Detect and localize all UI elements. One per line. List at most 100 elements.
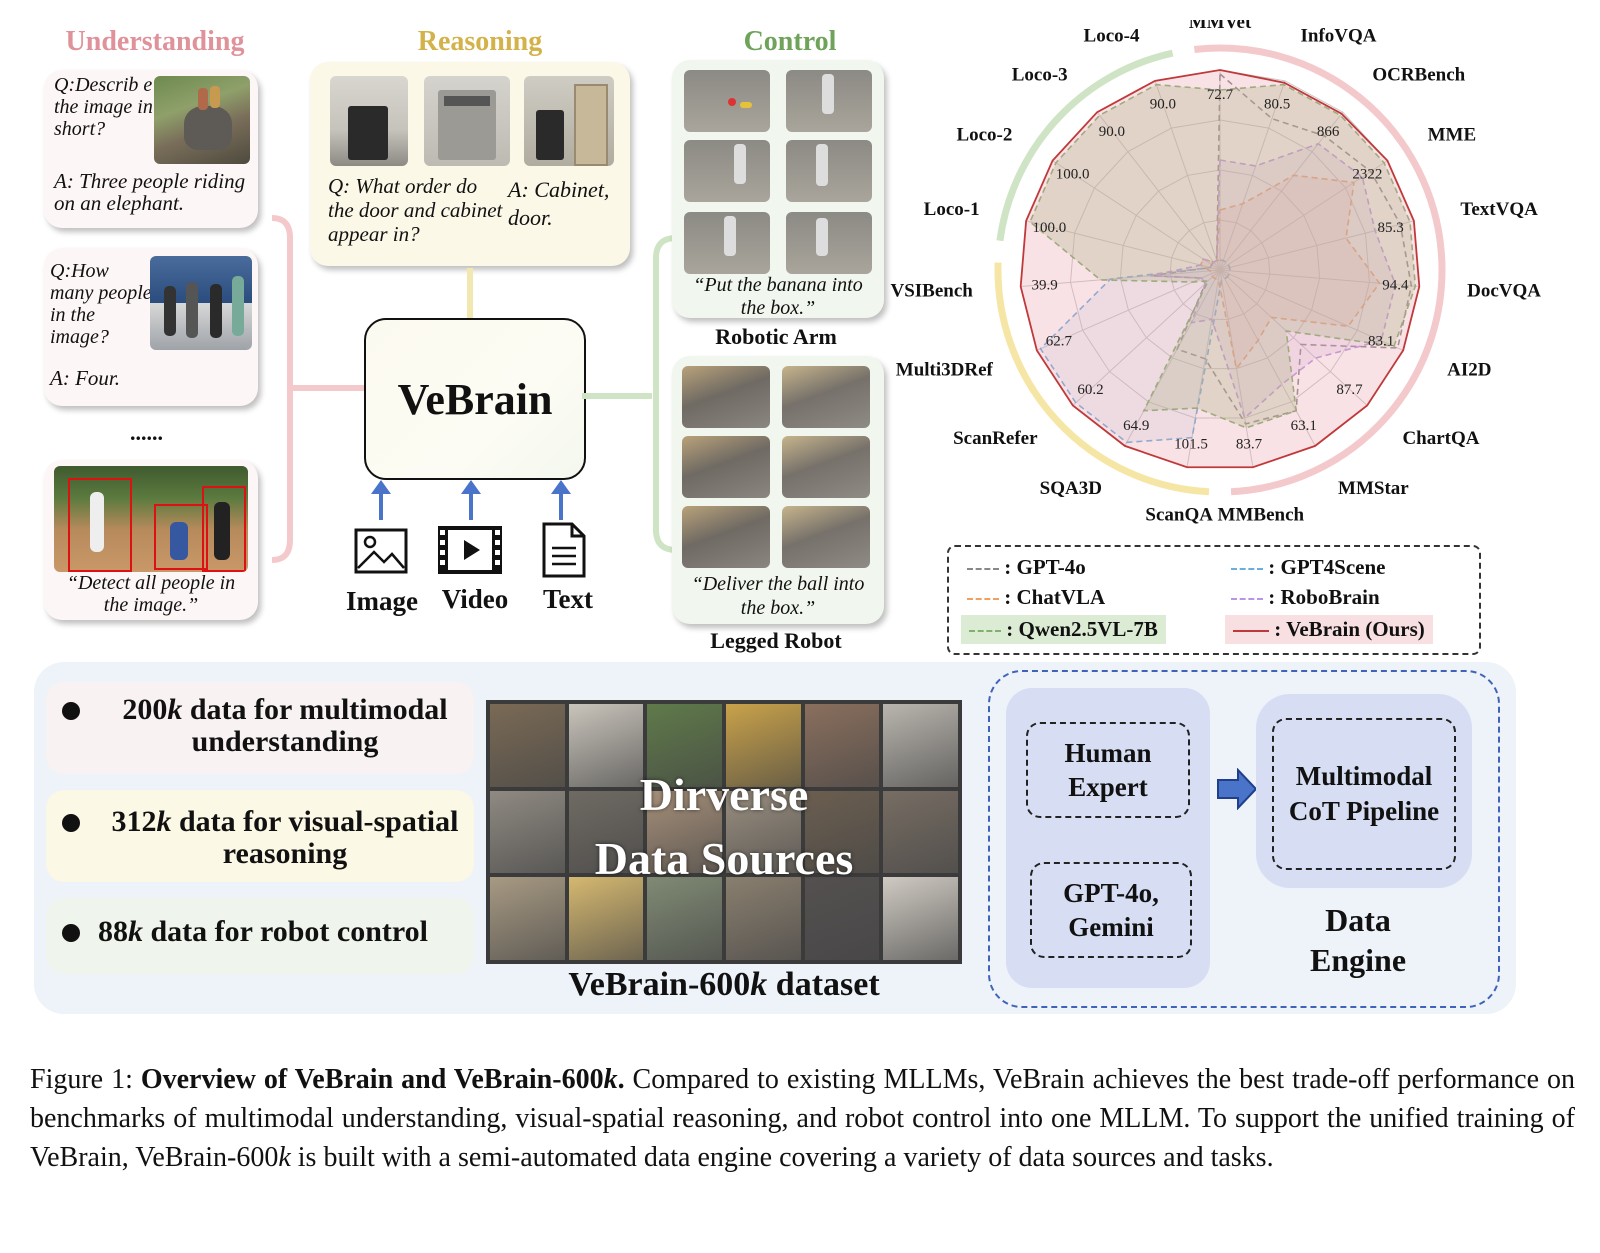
bullet-reasoning: 312k data for visual-spatial reasoning xyxy=(46,790,474,882)
radar-grid-ring xyxy=(1119,169,1321,370)
mosaic-tile xyxy=(490,790,565,874)
understanding-q2: Q:How many people in the image? xyxy=(50,260,152,348)
reasoning-question: Q: What order do the door and cabinet ap… xyxy=(328,174,503,246)
caption-text-k: k xyxy=(278,1142,291,1173)
mosaic-tile xyxy=(804,704,880,787)
dataset-overlay-line2: Data Sources xyxy=(594,833,854,884)
mosaic-tile xyxy=(647,704,722,787)
robotic-arm-card: “Put the banana into the box.” xyxy=(672,60,884,319)
radar-series-robobrain xyxy=(1150,142,1397,420)
caption-bold-k: k xyxy=(603,1064,618,1095)
radar-spoke xyxy=(1219,220,1415,271)
arm-frame-4 xyxy=(786,140,872,202)
legend-vebrain: : VeBrain (Ours) xyxy=(1225,615,1433,644)
video-icon xyxy=(438,526,502,574)
bullet-1-post: data for multimodal xyxy=(182,693,448,726)
reasoning-answer: A: Cabinet, door. xyxy=(508,177,610,230)
bullet-text-2: 312k data for visual-spatial reasoning xyxy=(92,806,478,870)
data-engine-border xyxy=(988,670,1500,1008)
legend-sep: : xyxy=(1004,555,1017,579)
legend-gpt4o-label: GPT-4o xyxy=(1016,555,1086,579)
radar-axis-label: VSIBench xyxy=(890,280,973,301)
text-document-icon xyxy=(542,522,586,578)
radar-axis-label: Loco-1 xyxy=(924,199,980,220)
legged-frame-3 xyxy=(682,436,770,498)
radar-axis-label: DocVQA xyxy=(1467,280,1541,301)
data-engine-label: Data Engine xyxy=(1309,902,1407,978)
legend-sep: : xyxy=(1004,585,1017,609)
bullet-dot-2 xyxy=(62,814,80,832)
understanding-card-1: Q:Describ e the image in short? A: Three… xyxy=(44,70,258,228)
caption-bold-end: . xyxy=(617,1064,625,1095)
bullet-text-3: 88k data for robot control xyxy=(98,916,468,948)
arm-frame-3 xyxy=(684,140,770,202)
bullet-1-k: k xyxy=(167,693,183,726)
bullet-2-k: k xyxy=(156,805,172,838)
mosaic-tile xyxy=(725,877,801,960)
legend-qwen: : Qwen2.5VL-7B xyxy=(961,615,1166,644)
mosaic-tile xyxy=(804,877,880,960)
legend-robobrain-line xyxy=(1231,598,1263,601)
radar-spoke xyxy=(1052,160,1221,271)
radar-spoke xyxy=(1072,269,1221,406)
legend-sep: : xyxy=(1268,585,1281,609)
radar-max-label: 62.7 xyxy=(1046,334,1073,350)
radar-max-label: 80.5 xyxy=(1264,97,1290,113)
human-expert-box: Human Expert xyxy=(1026,722,1190,818)
caption-bold-text: Overview of VeBrain and VeBrain-600 xyxy=(140,1064,604,1095)
legend-chatvla: : ChatVLA xyxy=(967,585,1105,610)
radar-axis-label: InfoVQA xyxy=(1301,25,1377,46)
arm-frame-6 xyxy=(786,212,872,274)
radar-spoke xyxy=(1219,160,1388,271)
text-label: Text xyxy=(542,584,593,614)
video-arrow xyxy=(461,480,481,520)
mosaic-tile xyxy=(647,877,722,960)
arm-frame-1 xyxy=(684,70,770,132)
reasoning-title: Reasoning xyxy=(417,26,543,57)
radar-series-qwen2-5vl-7b xyxy=(1029,83,1417,429)
radar-series-vebrain-ours- xyxy=(1019,69,1421,469)
understanding-card-2: Q:How many people in the image? A: Four. xyxy=(44,248,258,406)
legend-sep: : xyxy=(1268,555,1281,579)
radar-spoke xyxy=(1219,111,1344,271)
radar-axis-label: Multi3DRef xyxy=(896,360,994,381)
gpt-gemini-box: GPT-4o, Gemini xyxy=(1030,862,1192,958)
radar-series-gpt4scene xyxy=(1039,259,1231,444)
vebrain-box: VeBrain xyxy=(364,318,586,480)
right-connector xyxy=(582,393,652,399)
legend-gpt4scene-line xyxy=(1231,568,1263,571)
radar-axis-label: TextVQA xyxy=(1460,199,1538,220)
understanding-cap3: “Detect all people in the image.” xyxy=(66,572,236,616)
legend-vebrain-line xyxy=(1233,630,1269,633)
mosaic-grid xyxy=(490,704,958,960)
radar-axis-label: Loco-3 xyxy=(1012,64,1068,85)
bullet-dot-3 xyxy=(62,924,80,942)
control-arc xyxy=(996,49,1174,242)
caption-bold: Overview of VeBrain and VeBrain-600k. xyxy=(141,1064,625,1095)
radar-spoke xyxy=(1154,80,1221,271)
pipeline-box: Multimodal CoT Pipeline xyxy=(1272,718,1456,870)
legged-robot-caption: “Deliver the ball into the box.” xyxy=(691,573,865,619)
legend-qwen-line xyxy=(969,630,1001,633)
understanding-q1: Q:Describ e the image in short? xyxy=(54,74,153,140)
bullet-2-line2: reasoning xyxy=(222,837,348,870)
dataset-overlay-line1: Dirverse xyxy=(639,769,809,820)
radar-axis-label: OCRBench xyxy=(1372,64,1465,85)
radar-axis-label: MME xyxy=(1428,124,1477,145)
radar-axis-label: ScanRefer xyxy=(953,428,1038,449)
legend-gpt4scene-label: GPT4Scene xyxy=(1280,555,1386,579)
radar-max-label: 101.5 xyxy=(1174,437,1208,453)
radar-spoke xyxy=(1219,269,1420,288)
radar-axis-label: MMBench xyxy=(1218,505,1305,526)
radar-axis-label: Loco-2 xyxy=(956,124,1012,145)
dataset-mosaic: Dirverse Data Sources xyxy=(486,700,962,964)
control-title: Control xyxy=(743,26,837,57)
radar-max-label: 83.7 xyxy=(1236,437,1263,453)
mosaic-tile xyxy=(490,704,565,787)
radar-max-label: 100.0 xyxy=(1056,167,1090,183)
radar-max-label: 100.0 xyxy=(1033,220,1067,236)
mosaic-tile xyxy=(568,790,644,874)
understanding-title: Understanding xyxy=(65,26,245,57)
radar-spoke xyxy=(1219,80,1286,271)
radar-max-label: 60.2 xyxy=(1077,382,1103,398)
